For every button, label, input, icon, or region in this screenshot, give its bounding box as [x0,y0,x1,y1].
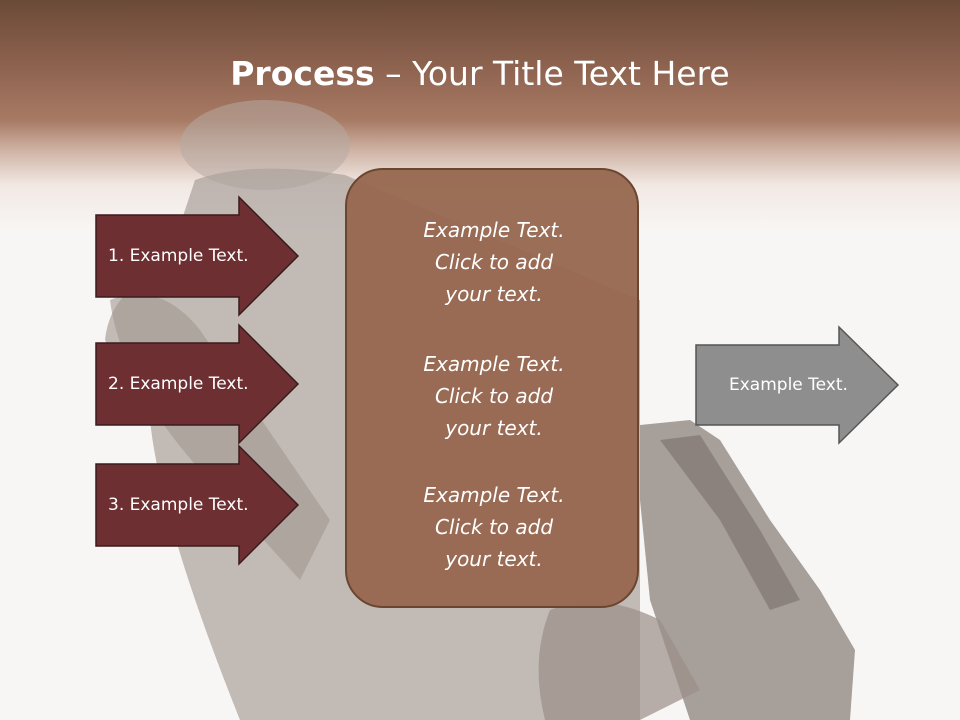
center-text-block-1: Example Text. Click to add your text. [347,214,641,310]
photo-hand [538,602,700,720]
photo-rifle [640,420,855,720]
left-arrow-label-3: 3. Example Text. [108,495,249,515]
right-arrow-label: Example Text. [729,375,848,395]
center-content-box[interactable]: Example Text. Click to add your text. Ex… [345,168,639,608]
center-text-line: your text. [445,547,543,571]
center-text-line: Example Text. [423,218,565,242]
left-arrow-1[interactable] [95,195,300,317]
center-text-line: your text. [445,416,543,440]
title-bold: Process [230,54,375,93]
center-text-block-2: Example Text. Click to add your text. [347,348,641,444]
photo-head [180,100,350,190]
title-rest: – Your Title Text Here [374,54,730,93]
left-arrow-label-2: 2. Example Text. [108,374,249,394]
center-text-block-3: Example Text. Click to add your text. [347,479,641,575]
center-text-line: Click to add [434,515,554,539]
center-text-line: your text. [445,282,543,306]
center-text-line: Click to add [434,250,554,274]
photo-rifle-rail [660,435,800,610]
left-arrow-2[interactable] [95,323,300,445]
center-text-line: Example Text. [423,483,565,507]
left-arrow-3[interactable] [95,444,300,566]
center-text-line: Example Text. [423,352,565,376]
right-arrow[interactable] [695,325,900,445]
page-title: Process – Your Title Text Here [0,52,960,96]
center-text-line: Click to add [434,384,554,408]
left-arrow-label-1: 1. Example Text. [108,246,249,266]
